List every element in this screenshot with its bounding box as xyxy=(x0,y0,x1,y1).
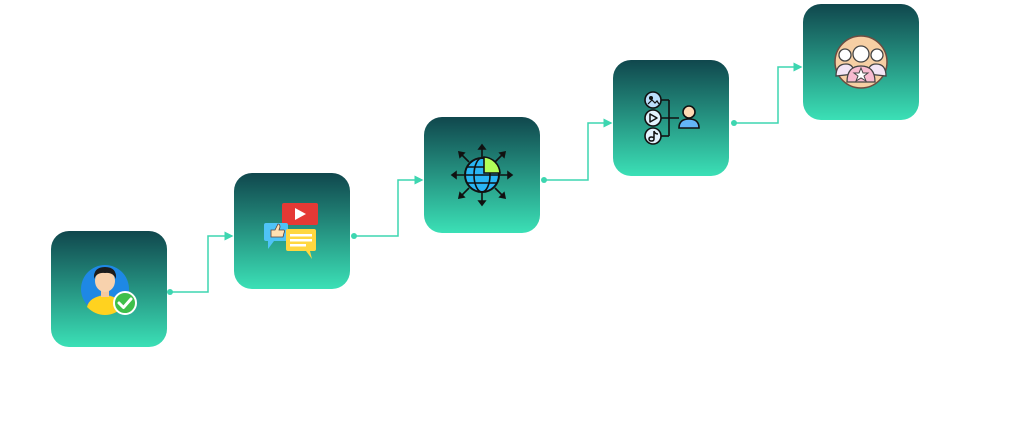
connector-4-5 xyxy=(731,62,803,126)
connector-2-3 xyxy=(351,175,424,239)
step-4-tile xyxy=(613,60,729,176)
connector-1-2 xyxy=(167,231,234,295)
connector-3-4 xyxy=(541,118,613,183)
global-network-analytics-icon xyxy=(450,143,514,207)
community-group-icon xyxy=(834,35,888,89)
multi-platform-audience-icon xyxy=(644,91,700,145)
step-1-tile xyxy=(51,231,167,347)
verified-user-icon xyxy=(81,265,137,315)
step-2-tile xyxy=(234,173,350,289)
step-5-tile xyxy=(803,4,919,120)
social-media-content-icon xyxy=(264,203,318,259)
step-3-tile xyxy=(424,117,540,233)
